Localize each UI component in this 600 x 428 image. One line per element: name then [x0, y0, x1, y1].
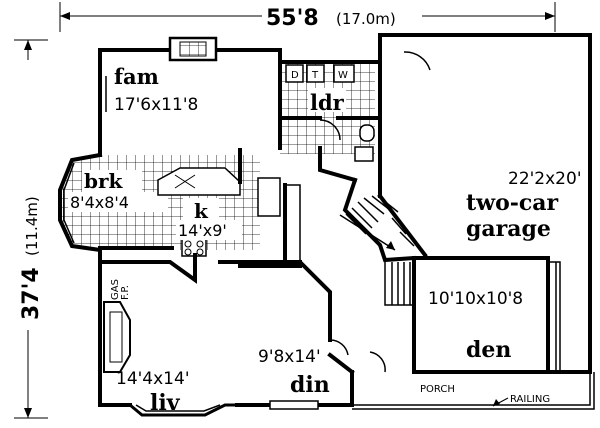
brk-room-name: brk	[84, 169, 124, 193]
overall-width-label: 55'8	[266, 6, 319, 31]
toilet-icon	[359, 124, 375, 142]
den-name: den	[466, 337, 511, 363]
din-size: 9'8x14'	[258, 347, 321, 367]
arrow-down-icon	[24, 408, 32, 418]
railing-arrow-icon	[493, 399, 500, 406]
gas-fp-label-line1: GAS	[110, 279, 121, 300]
tub-label: T	[311, 70, 319, 81]
k-room-name: k	[194, 199, 209, 223]
garage-size: 22'2x20'	[508, 169, 582, 189]
family-room: fam 17'6x11'8	[105, 60, 282, 150]
garage: 22'2x20' two-car garage	[403, 51, 582, 242]
overall-depth-dimension: 37'4 (11.4m)	[14, 39, 48, 419]
porch: PORCH RAILING	[352, 372, 595, 410]
k-room-size: 14'x9'	[178, 221, 227, 240]
brk-room-size: 8'4x8'4	[70, 193, 129, 212]
liv-size: 14'4x14'	[116, 369, 190, 389]
dining-room: 9'8x14' din	[258, 259, 386, 410]
ldr-room-name: ldr	[310, 90, 345, 115]
refrigerator-icon	[257, 177, 281, 217]
gas-fp-label-line2: F.P.	[120, 285, 131, 300]
overall-depth-metric: (11.4m)	[23, 196, 41, 256]
tub-icon	[306, 64, 325, 83]
porch-label: PORCH	[420, 384, 455, 395]
overall-depth-label: 37'4	[19, 267, 44, 320]
din-name: din	[290, 372, 330, 398]
fam-room-name: fam	[114, 64, 159, 89]
chimney	[168, 36, 218, 62]
fam-room-size: 17'6x11'8	[114, 95, 198, 115]
laundry-room: D T W ldr	[278, 60, 382, 198]
overall-width-dimension: 55'8 (17.0m)	[59, 2, 556, 32]
washer-icon	[333, 64, 355, 83]
railing-label: RAILING	[510, 394, 550, 405]
stairs	[339, 177, 428, 306]
garage-name-line2: garage	[466, 216, 551, 242]
liv-name: liv	[150, 390, 181, 416]
garage-name-line1: two-car	[466, 190, 559, 216]
washer-label: W	[338, 70, 348, 81]
stair-arrow-icon	[386, 241, 395, 250]
arrow-up-icon	[24, 40, 32, 50]
living-room: GAS F.P. 14'4x14' liv	[98, 253, 302, 417]
dryer-icon	[285, 64, 304, 83]
arrow-right-icon	[545, 12, 555, 20]
dryer-label: D	[291, 70, 299, 81]
arrow-left-icon	[60, 12, 70, 20]
dining-window	[269, 400, 319, 410]
sink-icon	[354, 146, 374, 162]
den: 10'10x10'8 den	[428, 261, 561, 372]
overall-width-metric: (17.0m)	[336, 10, 396, 28]
den-size: 10'10x10'8	[428, 289, 523, 309]
